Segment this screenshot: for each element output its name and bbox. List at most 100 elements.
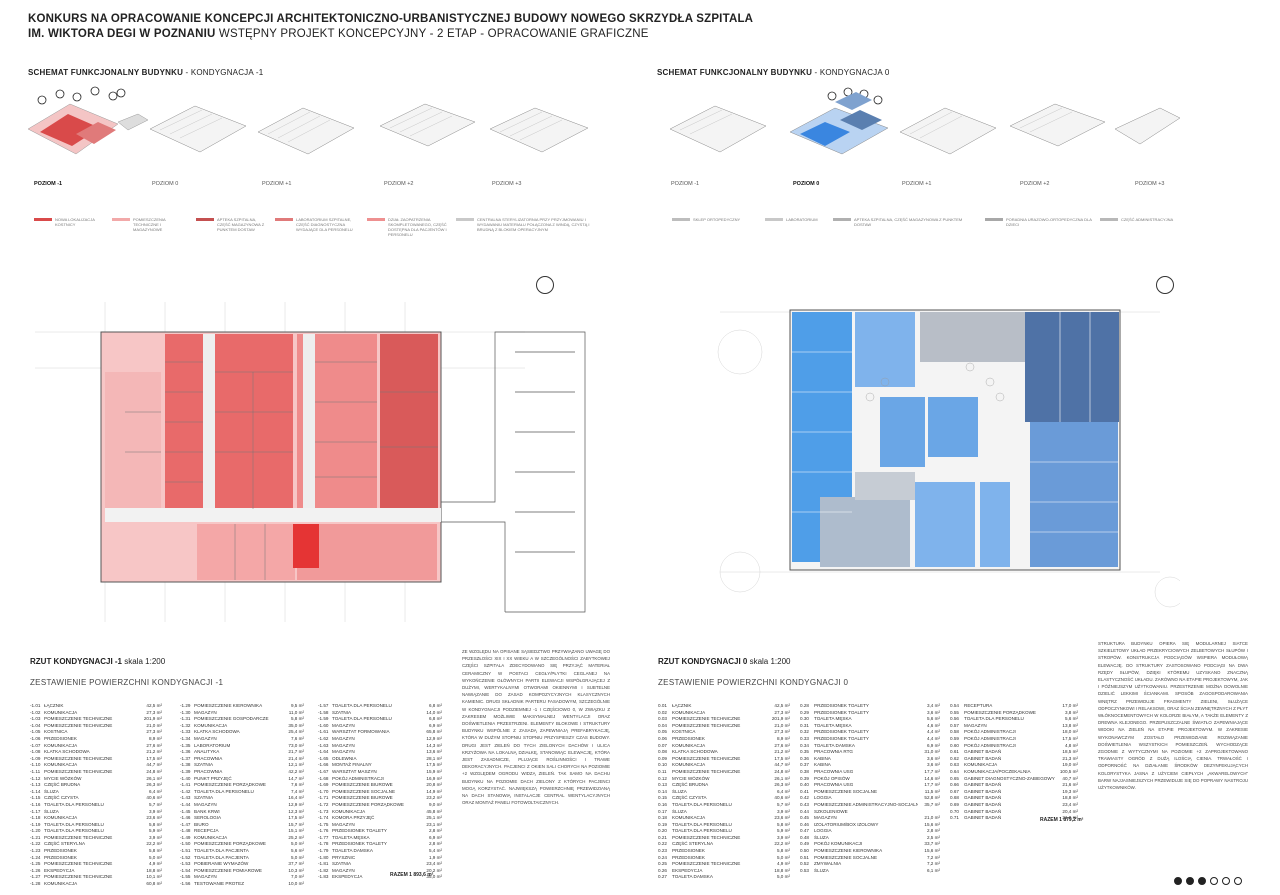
pager-dot[interactable] <box>1198 877 1206 885</box>
room-number: -1.67 <box>318 768 329 774</box>
room-area: 12,1 m² <box>288 762 304 768</box>
pager-dot[interactable] <box>1186 877 1194 885</box>
room-name: TESTOWANIE PROTEZ <box>194 881 245 887</box>
room-name: ŚLUZA <box>44 808 59 814</box>
pager-dot[interactable] <box>1174 877 1182 885</box>
room-number: 0.59 <box>950 735 959 741</box>
room-number: -1.59 <box>318 716 329 722</box>
room-name: GABINET BADAŃ <box>964 755 1002 761</box>
room-number: 0.27 <box>658 874 667 880</box>
room-name: MAGAZYN <box>332 735 355 741</box>
room-name: KOMUNIKACJA <box>44 709 78 715</box>
room-area: 35,0 m² <box>288 722 304 728</box>
room-name: PRZEDSIONEK <box>672 854 705 860</box>
room-area: 35,0 m² <box>426 874 442 880</box>
room-name: MAGAZYN <box>332 722 355 728</box>
room-name: PRZEDSIONEK <box>672 735 705 741</box>
room-number: -1.46 <box>180 815 191 821</box>
room-name: MAGAZYN <box>194 874 217 880</box>
room-name: KOMUNIKACJA <box>44 762 78 768</box>
right-description: STRUKTURA BUDYNKU OPIERA SIĘ MODULARNEJ … <box>1098 641 1248 791</box>
room-name: POMIESZCZENIE TECHNICZNE <box>672 834 741 840</box>
room-number: -1.17 <box>30 808 41 814</box>
pager-dot[interactable] <box>1234 877 1242 885</box>
room-area: 21,0 m² <box>774 722 790 728</box>
room-name: CZĘŚĆ CZYSTA <box>44 795 79 801</box>
room-number: -1.10 <box>30 762 41 768</box>
room-name: RECEPTURA <box>964 703 993 708</box>
room-area: 18,8 m² <box>774 867 790 873</box>
room-name: KLATKA SCHODOWA <box>194 729 240 735</box>
room-number: -1.64 <box>318 749 329 755</box>
room-area: 21,0 m² <box>1062 815 1078 821</box>
room-area: 3,8 m² <box>1064 709 1078 715</box>
room-number: -1.74 <box>318 815 329 821</box>
room-area: 14,3 m² <box>426 742 442 748</box>
room-number: 0.57 <box>950 722 959 728</box>
room-area: 10,0 m² <box>288 881 304 887</box>
room-name: PRZEDSIONEK <box>672 848 705 854</box>
room-area: 7,2 m² <box>926 861 940 867</box>
room-name: ODLEWNIA <box>332 755 357 761</box>
room-name: WARSZTAT FORMOWANIA <box>332 729 390 735</box>
room-area: 5,0 m² <box>290 841 304 847</box>
room-area: 60,8 m² <box>146 881 162 887</box>
room-number: -1.06 <box>30 735 41 741</box>
room-name: TOALETA DAMSKA <box>814 742 855 748</box>
title-line-1: KONKURS NA OPRACOWANIE KONCEPCJI ARCHITE… <box>28 13 754 25</box>
room-number: -1.21 <box>30 834 41 840</box>
room-number: 0.41 <box>800 788 809 794</box>
room-name: PRACOWNIA USG <box>814 782 854 788</box>
room-number: -1.73 <box>318 808 329 814</box>
room-name: PRZEDSIONEK <box>44 735 77 741</box>
room-number: 0.28 <box>800 703 809 708</box>
pager-dot[interactable] <box>1210 877 1218 885</box>
room-number: -1.41 <box>180 782 191 788</box>
room-name: KLATKA SCHODOWA <box>44 749 90 755</box>
room-area: 17,5 m² <box>146 755 162 761</box>
room-number: -1.55 <box>180 874 191 880</box>
room-number: 0.64 <box>950 768 959 774</box>
room-number: -1.50 <box>180 841 191 847</box>
room-number: 0.50 <box>800 848 809 854</box>
pager-dot[interactable] <box>1222 877 1230 885</box>
room-number: 0.09 <box>658 755 667 761</box>
room-name: PRYSZNIC <box>332 854 356 860</box>
legend-swatch <box>196 218 214 221</box>
room-name: POMIESZCZENIE ADMINISTRACYJNO-SOCJALNE <box>814 801 918 807</box>
room-name: GABINET BADAŃ <box>964 801 1002 807</box>
room-name: PRACOWNIA RTG <box>814 749 853 755</box>
room-name: POMIESZCZENIE POMIAROWE <box>194 867 262 873</box>
room-area: 1,9 m² <box>428 854 442 860</box>
room-number: -1.78 <box>318 841 329 847</box>
room-number: 0.69 <box>950 801 959 807</box>
room-name: WARSZTAT MASZYN <box>332 768 377 774</box>
left-description: ZE WZGLĘDU NA OPISANE SĄSIEDZTWO PRZYWIĄ… <box>462 649 610 806</box>
room-name: MYCIE WÓZKÓW <box>672 775 710 781</box>
room-name: MAGAZYN <box>194 801 217 807</box>
